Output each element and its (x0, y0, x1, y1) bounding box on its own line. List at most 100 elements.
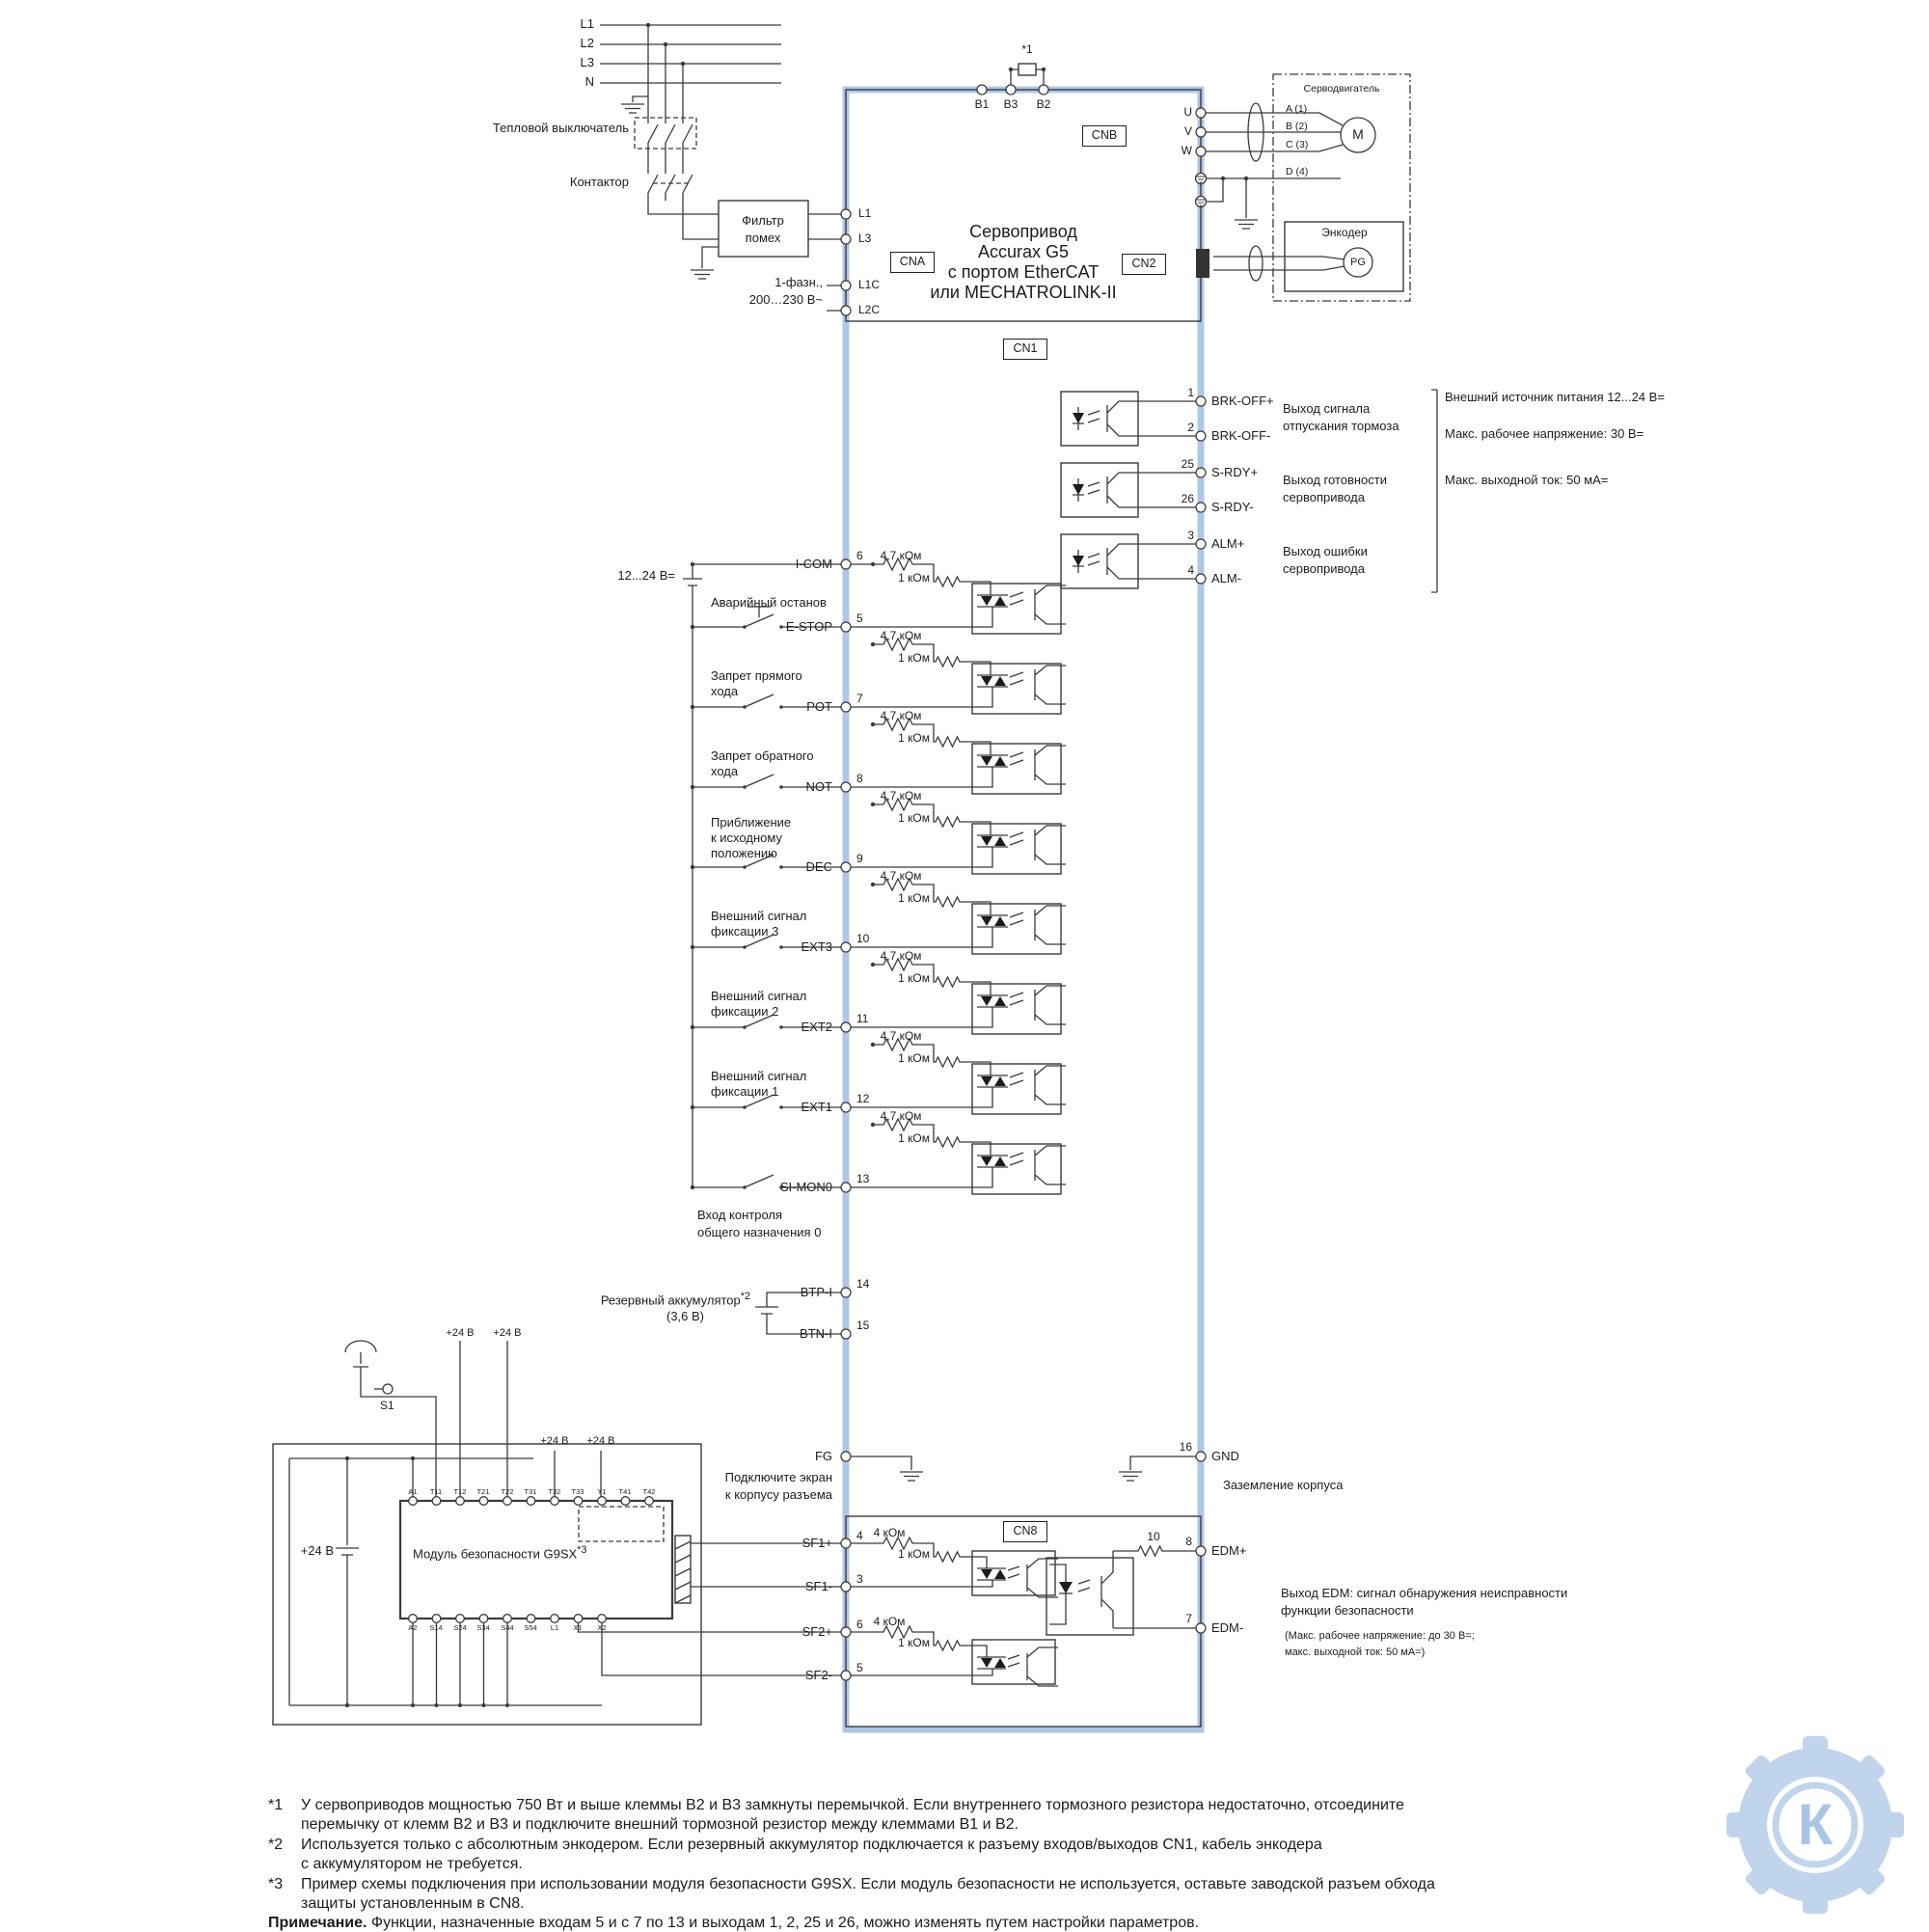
module-terminal-label: T42 (642, 1487, 656, 1496)
watermark-logo-icon (1726, 1736, 1904, 1914)
contactor-label: Контактор (569, 175, 629, 189)
safety-module-name: Модуль безопасности G9SX (413, 1546, 578, 1562)
module-terminal-label: S34 (476, 1623, 490, 1632)
watermark-letter: К (1797, 1792, 1834, 1857)
output-desc: Выход сигнала (1283, 401, 1371, 416)
connector-cna: CNA (890, 252, 935, 273)
output-pin: 25 (1181, 457, 1194, 471)
jumper-footnote-mark: *1 (1021, 42, 1033, 56)
input-supply-label: 12...24 В= (617, 568, 675, 583)
gnd-note: Заземление корпуса (1223, 1478, 1344, 1492)
gnd-pin: 16 (1179, 1440, 1192, 1454)
encoder-label: Энкодер (1321, 226, 1368, 239)
output-section (1060, 389, 1438, 593)
plus24v-label: +24 В (586, 1435, 615, 1447)
output-note-1: Внешний источник питания 12...24 В= (1445, 390, 1665, 404)
input-pin: 11 (856, 1012, 869, 1025)
battery-label: Резервный аккумулятор*2 (546, 1290, 750, 1307)
module-terminal-label: T41 (618, 1487, 632, 1496)
input-pin: 9 (856, 852, 863, 865)
output-pin: 4 (1187, 563, 1194, 577)
brake-jumper (1008, 63, 1046, 85)
terminal-b2-label: B2 (1036, 97, 1051, 111)
terminal-l2c-label: L2C (858, 303, 881, 316)
drive-outline (842, 86, 1205, 1733)
output-pin: 26 (1181, 492, 1194, 505)
output-signal: BRK-OFF- (1211, 428, 1271, 443)
output-signal: BRK-OFF+ (1211, 394, 1274, 408)
power-wiring (600, 22, 846, 312)
footnote-line: Используется только с абсолютным энкодер… (301, 1837, 1322, 1853)
input-signal: SI-MON0 (779, 1180, 832, 1194)
input-desc: Внешний сигнал (711, 1069, 807, 1083)
output-desc: сервопривода (1283, 490, 1366, 504)
module-terminal-label: A1 (408, 1487, 418, 1496)
safety-module-group (272, 1340, 846, 1726)
noise-filter-label-1: Фильтр (742, 213, 784, 228)
safety-module-label: Модуль безопасности G9SX*3 (413, 1543, 586, 1561)
motor-title: Серводвигатель (1303, 83, 1380, 95)
connector-cn2: CN2 (1122, 254, 1166, 275)
encoder-pg-label: PG (1350, 257, 1366, 268)
input-signal: DEC (805, 859, 832, 874)
fg-signal: FG (814, 1449, 832, 1463)
resistor-4k-label: 4 кОм (873, 1526, 906, 1539)
battery-volts: (3,6 В) (666, 1309, 704, 1323)
module-terminal-label: T33 (571, 1487, 584, 1496)
s1-label: S1 (380, 1399, 394, 1412)
input-desc: Запрет прямого (711, 668, 802, 683)
plus24v-label: +24 В (493, 1327, 522, 1339)
battery-signal: BTN-I (800, 1326, 832, 1341)
resistor-47k-label: 4,7 кОм (880, 629, 922, 642)
footnote-line: перемычку от клемм B2 и B3 и подключите … (301, 1816, 1019, 1833)
safety-module-footnote-mark: *3 (577, 1544, 587, 1556)
edm-signal: EDM- (1211, 1620, 1244, 1635)
input-desc: Аварийный останов (711, 595, 827, 610)
input-desc: Приближение (711, 815, 792, 830)
resistor-1k-label: 1 кОм (898, 731, 930, 745)
sf-pin: 5 (856, 1661, 863, 1674)
output-note-2: Макс. рабочее напряжение: 30 В= (1445, 426, 1644, 441)
phase-label-n: N (584, 74, 594, 89)
motor-m-label: M (1352, 126, 1364, 142)
drive-title-line1: Сервопривод (969, 222, 1077, 241)
resistor-47k-label: 4,7 кОм (880, 549, 922, 562)
resistor-1k-label: 1 кОм (898, 1131, 930, 1145)
resistor-1k-label: 1 кОм (898, 571, 930, 585)
module-terminal-label: T31 (524, 1487, 537, 1496)
terminal-v-label: V (1183, 124, 1192, 138)
input-signal: E-STOP (785, 619, 832, 634)
battery-pin: 14 (856, 1277, 870, 1291)
note-label: Примечание. (268, 1915, 367, 1931)
module-terminal-label: S14 (429, 1623, 443, 1632)
connector-cn8: CN8 (1003, 1521, 1047, 1542)
edm-resistor-label: 10 (1147, 1530, 1160, 1543)
sf-pin: 3 (856, 1572, 863, 1586)
input-pin: 7 (856, 692, 863, 705)
resistor-47k-label: 4,7 кОм (880, 949, 922, 963)
module-terminal-label: A2 (408, 1623, 418, 1632)
terminal-w-label: W (1181, 144, 1192, 157)
battery-label-text: Резервный аккумулятор (600, 1293, 741, 1308)
sf-pin: 6 (856, 1618, 863, 1631)
input-desc: Запрет обратного (711, 748, 814, 763)
resistor-1k-label: 1 кОм (898, 1547, 930, 1561)
ground-wiring (846, 1456, 1201, 1482)
drive-title-line4: или MECHATROLINK-II (930, 283, 1117, 302)
terminal-l1c-label: L1C (858, 278, 881, 291)
module-terminal-label: S24 (453, 1623, 467, 1632)
terminal-b3-label: B3 (1003, 97, 1019, 111)
single-phase-label-1: 1-фазн., (774, 275, 823, 289)
input-desc: Внешний сигнал (711, 909, 807, 923)
note-line: Примечание. Функции, назначенные входам … (268, 1914, 1715, 1932)
module-terminal-label: L1 (550, 1623, 559, 1632)
module-terminal-label: S54 (524, 1623, 537, 1632)
edm-note-3: (Макс. рабочее напряжение: до 30 В=; (1285, 1630, 1475, 1642)
module-terminal-label: T21 (476, 1487, 490, 1496)
input-signal: I-COM (795, 557, 832, 571)
resistor-47k-label: 4,7 кОм (880, 1029, 922, 1043)
output-desc: отпускания тормоза (1283, 419, 1399, 433)
input-desc: Вход контроля (697, 1208, 783, 1222)
motor-wire-d: D (4) (1286, 166, 1309, 177)
edm-pin: 7 (1185, 1612, 1192, 1625)
